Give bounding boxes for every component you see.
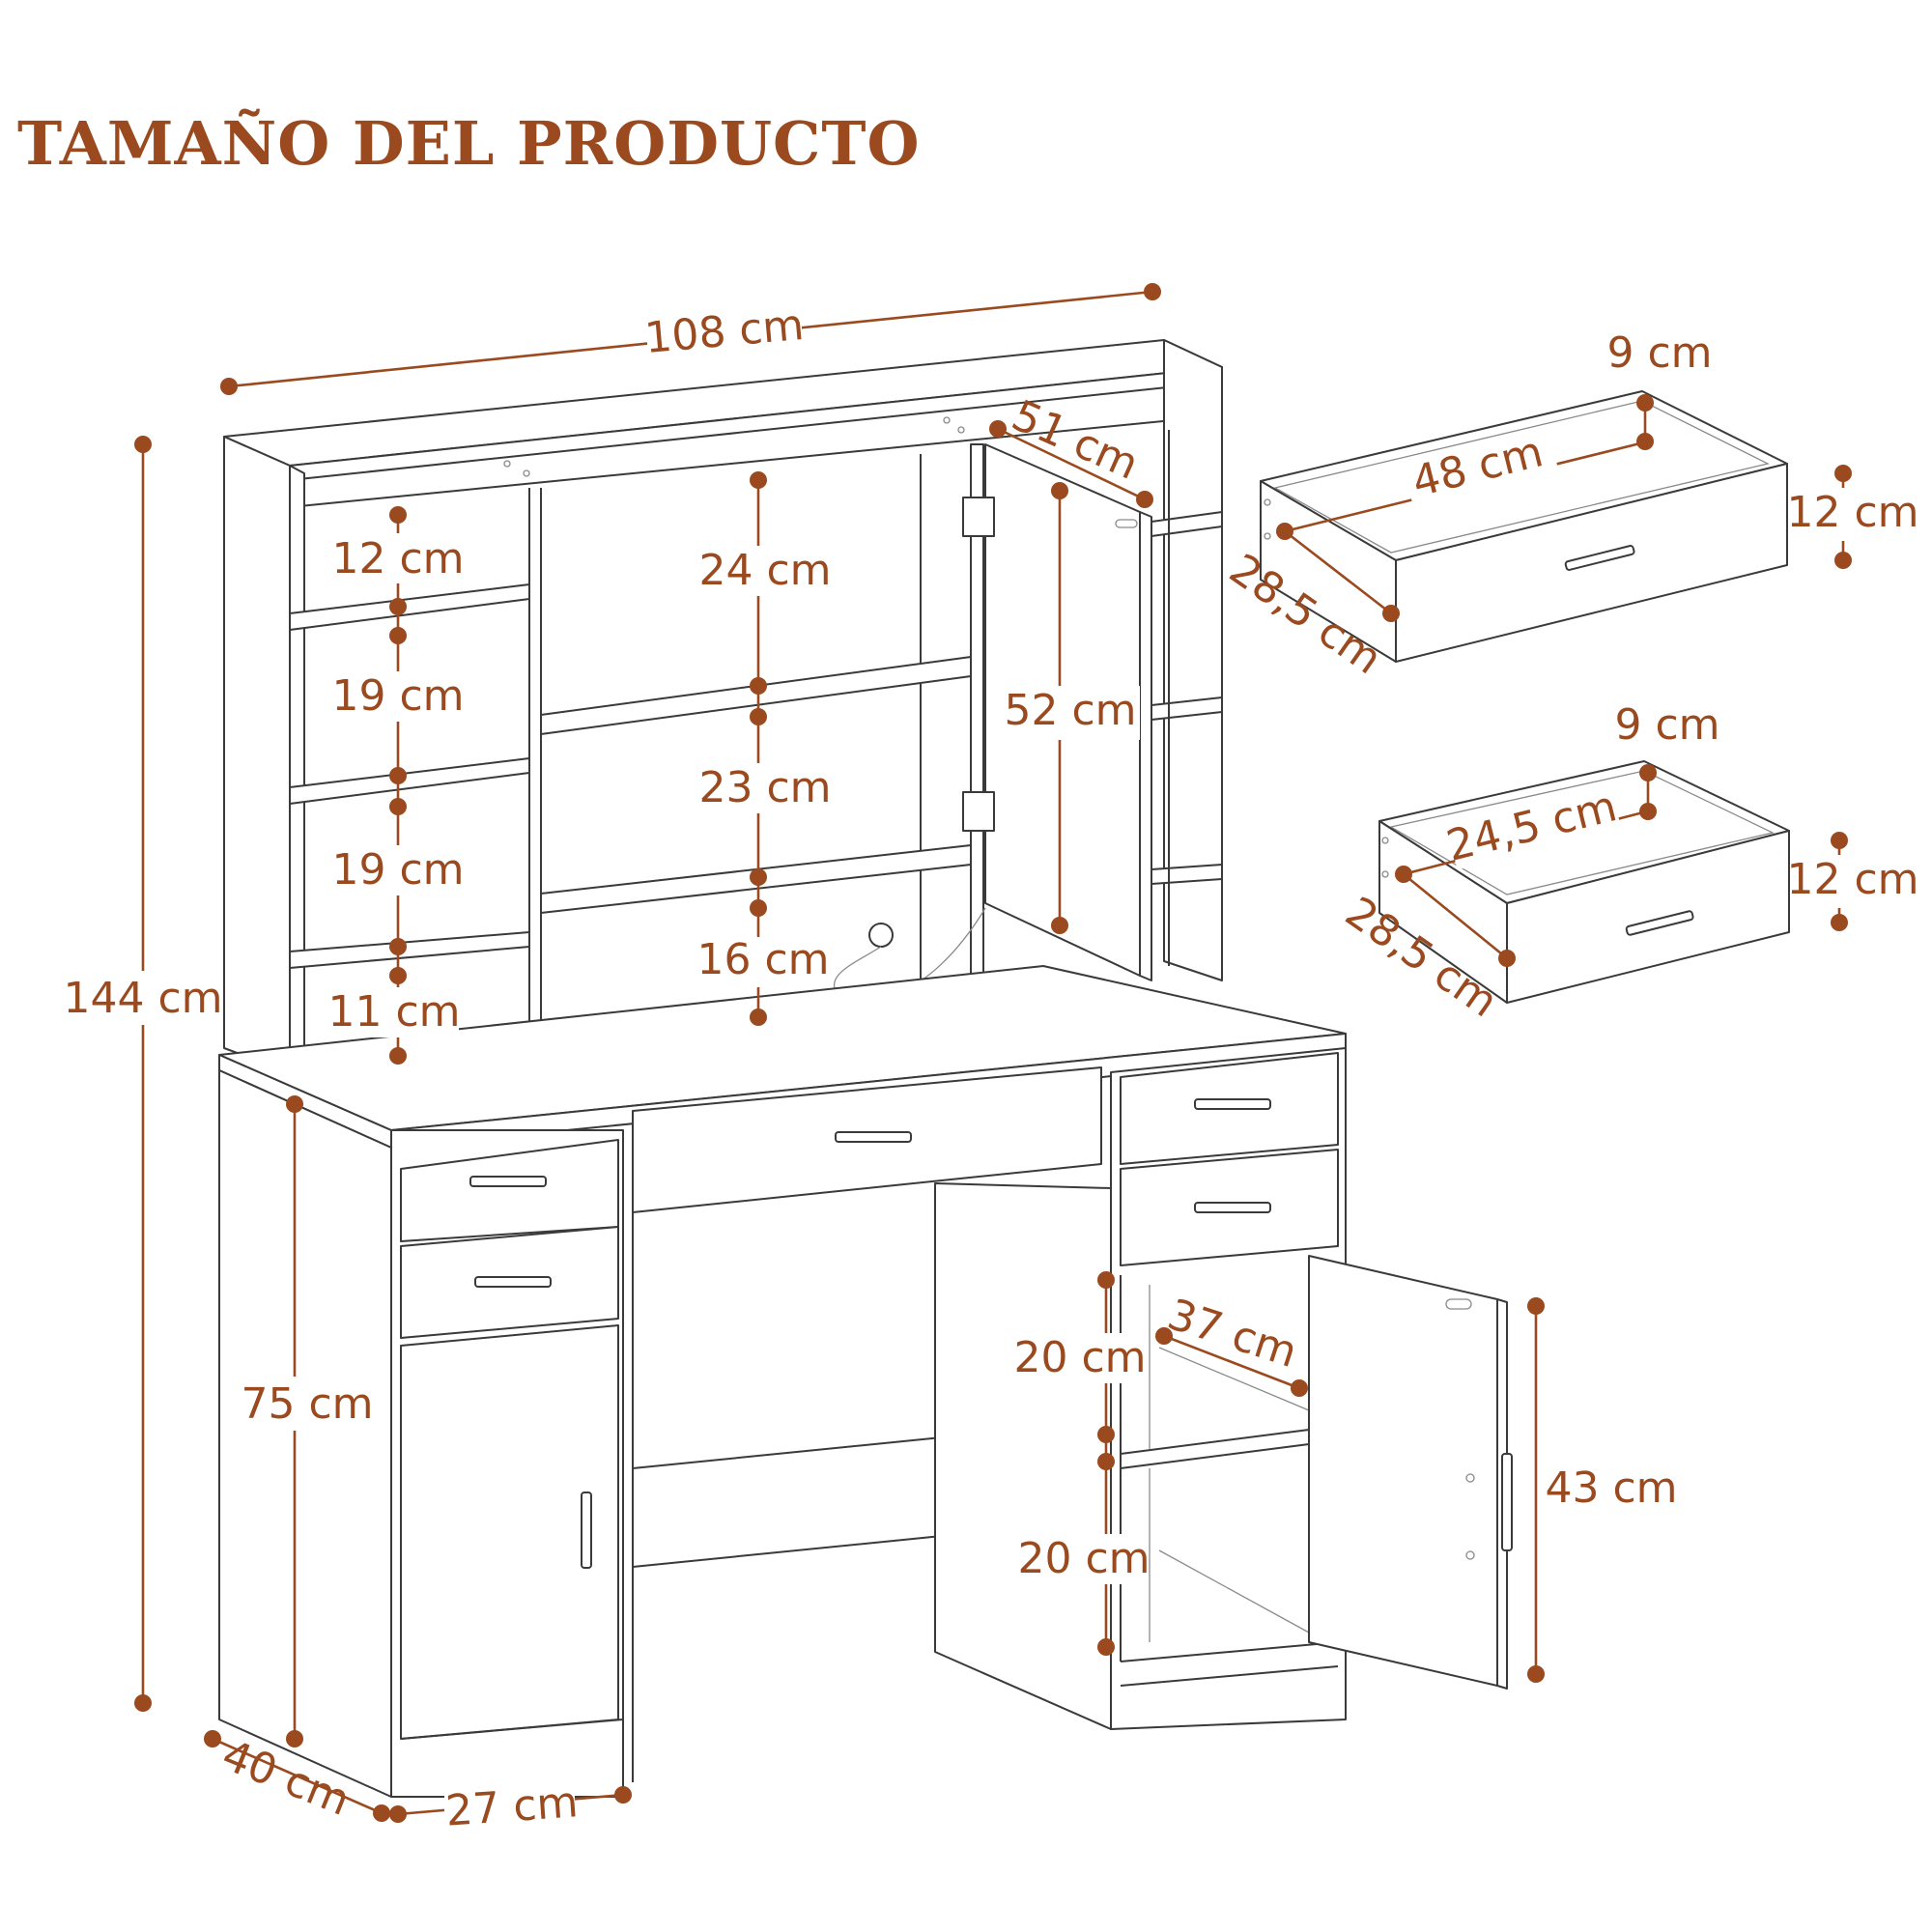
label-cabinet-shelf-1: 20 cm (1013, 1333, 1146, 1382)
label-center-shelf-3: 16 cm (696, 935, 829, 984)
desk (218, 965, 1513, 1798)
label-left-shelf-2: 19 cm (331, 671, 464, 721)
label-desk-height: 75 cm (241, 1379, 373, 1429)
label-left-shelf-1: 12 cm (331, 534, 464, 583)
label-left-shelf-3: 19 cm (331, 845, 464, 895)
label-cabinet-door-height: 43 cm (1545, 1463, 1677, 1513)
label-drawer-large-height: 12 cm (1786, 488, 1918, 537)
page-title: TAMAÑO DEL PRODUCTO (17, 108, 921, 179)
label-drawer-small-inner-height: 9 cm (1614, 700, 1719, 750)
label-center-shelf-1: 24 cm (698, 546, 831, 595)
label-center-shelf-2: 23 cm (698, 763, 831, 812)
label-drawer-large-inner-height: 9 cm (1606, 328, 1712, 378)
dimension-labels: 108 cm 144 cm 75 cm 40 cm 27 cm 51 cm 12… (63, 300, 1922, 1836)
label-overall-height: 144 cm (63, 974, 222, 1023)
label-cabinet-shelf-2: 20 cm (1017, 1534, 1150, 1583)
label-left-shelf-4: 11 cm (327, 987, 460, 1037)
label-drawer-small-height: 12 cm (1786, 855, 1918, 904)
label-side-cabinet-width: 27 cm (444, 1777, 580, 1835)
hutch (223, 339, 1223, 1073)
label-mirror-door-height: 52 cm (1004, 686, 1136, 735)
